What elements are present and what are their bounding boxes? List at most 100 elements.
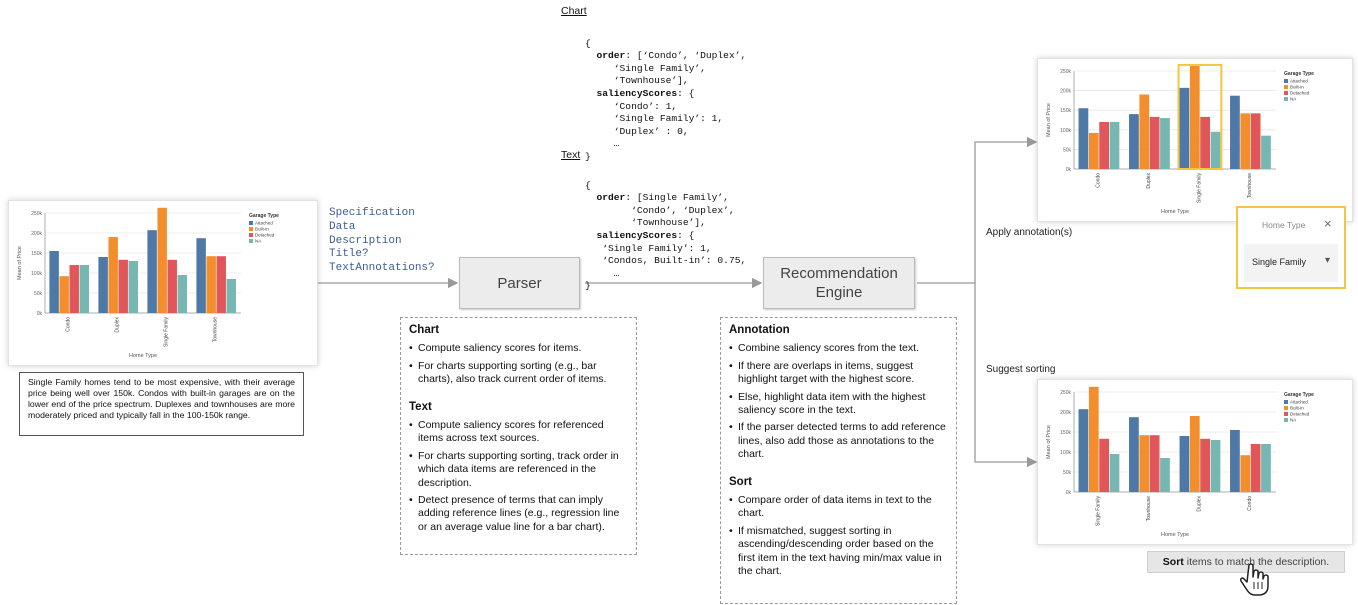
home-type-dropdown-panel: Home Type × Single Family ▾ bbox=[1236, 206, 1346, 289]
engine-details-box: Annotation Combine saliency scores from … bbox=[720, 317, 957, 604]
code-line: order: [‘Condo’, ‘Duplex’, bbox=[596, 50, 747, 62]
bar bbox=[128, 261, 138, 313]
code-line: ‘Condo’: 1, bbox=[613, 100, 678, 112]
x-axis-label: Home Type bbox=[129, 353, 157, 359]
legend-entry: Detached bbox=[1290, 412, 1310, 417]
parser-text-heading: Text bbox=[409, 400, 432, 413]
y-axis-label: Mean of Price bbox=[1046, 425, 1052, 459]
parser-label: Parser bbox=[497, 274, 542, 292]
legend-entry: Built-in bbox=[1290, 85, 1304, 90]
legend-swatch bbox=[1284, 97, 1288, 101]
x-tick-label: Duplex bbox=[1196, 496, 1202, 512]
bar bbox=[1109, 454, 1120, 492]
code-line: saliencyScores: { bbox=[596, 229, 695, 241]
legend-entry: Attached bbox=[1290, 400, 1308, 405]
chevron-down-icon: ▾ bbox=[1325, 255, 1331, 266]
code-line: saliencyScores: { bbox=[596, 87, 695, 99]
x-tick-label: Single Family bbox=[164, 317, 170, 348]
engine-annotation-list: Combine saliency scores from the text. I… bbox=[729, 342, 948, 461]
spec-item-text-annotations: TextAnnotations? bbox=[329, 262, 435, 275]
legend-swatch bbox=[1284, 406, 1288, 410]
bar bbox=[1261, 135, 1271, 169]
code-line: ‘Single Family’: 1, bbox=[602, 242, 712, 254]
legend-swatch bbox=[249, 221, 253, 225]
legend-entry: NA bbox=[1290, 418, 1296, 423]
bar bbox=[1230, 95, 1240, 169]
bar bbox=[1088, 132, 1099, 169]
bar bbox=[177, 275, 187, 313]
legend-title: Garage Type bbox=[1284, 71, 1314, 77]
parser-details-box: Chart Compute saliency scores for items.… bbox=[400, 317, 637, 555]
engine-sort-list: Compare order of data items in text to t… bbox=[729, 494, 948, 578]
list-item: Combine saliency scores from the text. bbox=[729, 342, 948, 356]
home-type-select[interactable]: Single Family ▾ bbox=[1244, 244, 1338, 282]
spec-item-specification: Specification bbox=[329, 207, 415, 219]
dropdown-selected-value: Single Family bbox=[1252, 257, 1307, 267]
bar bbox=[1179, 87, 1190, 169]
legend-entry: Attached bbox=[255, 221, 273, 226]
legend-entry: Built-in bbox=[1290, 406, 1304, 411]
arrow-to-annotated-chart bbox=[974, 136, 1038, 283]
x-tick-label: Single Family bbox=[1196, 173, 1202, 204]
y-tick-label: 100k bbox=[1060, 128, 1071, 134]
legend-title: Garage Type bbox=[249, 213, 279, 219]
y-tick-label: 50k bbox=[34, 291, 43, 297]
bar bbox=[1088, 386, 1099, 492]
code-line: } bbox=[585, 280, 591, 292]
bar bbox=[1200, 116, 1211, 169]
bar bbox=[1078, 108, 1089, 169]
bar bbox=[216, 256, 226, 313]
x-tick-label: Single Family bbox=[1095, 496, 1101, 527]
code-line: { bbox=[585, 37, 591, 49]
bar bbox=[1139, 94, 1150, 169]
bar bbox=[1099, 438, 1110, 492]
bar bbox=[1250, 444, 1261, 492]
legend-entry: NA bbox=[255, 239, 261, 244]
engine-sort-heading: Sort bbox=[729, 475, 752, 488]
x-tick-label: Condo bbox=[1247, 496, 1253, 511]
list-item: Detect presence of terms that can imply … bbox=[409, 494, 628, 534]
legend-title: Garage Type bbox=[1284, 392, 1314, 398]
legend-entry: Built-in bbox=[255, 227, 269, 232]
legend-entry: Detached bbox=[1290, 91, 1310, 96]
list-item: If there are overlaps in items, suggest … bbox=[729, 360, 948, 387]
bar bbox=[226, 279, 236, 313]
code-line: ‘Condos, Built-in’: 0.75, bbox=[602, 255, 747, 267]
legend-entry: Detached bbox=[255, 233, 275, 238]
engine-annotation-heading: Annotation bbox=[729, 324, 790, 336]
bar bbox=[1129, 114, 1139, 169]
sort-button-bold: Sort bbox=[1162, 556, 1184, 568]
code-line: ‘Single Family’, bbox=[613, 62, 706, 74]
suggest-sorting-label: Suggest sorting bbox=[986, 364, 1056, 375]
bar bbox=[1139, 435, 1150, 492]
spec-item-title: Title? bbox=[329, 248, 369, 261]
code-line: ‘Townhouse’], bbox=[613, 75, 689, 87]
x-tick-label: Duplex bbox=[115, 317, 121, 333]
specification-list: Specification Data Description Title? Te… bbox=[329, 207, 435, 276]
text-code-title: Text bbox=[561, 149, 581, 161]
parser-chart-heading: Chart bbox=[409, 324, 440, 336]
y-axis-label: Mean of Price bbox=[17, 246, 23, 280]
description-text: Single Family homes tend to be most expe… bbox=[28, 377, 295, 420]
x-tick-label: Condo bbox=[1095, 173, 1101, 188]
bar bbox=[1149, 435, 1160, 492]
list-item: If mismatched, suggest sorting in ascend… bbox=[729, 525, 948, 579]
sort-items-button[interactable]: Sort items to match the description. bbox=[1147, 551, 1345, 573]
bar bbox=[196, 238, 206, 313]
list-item: Compare order of data items in text to t… bbox=[729, 494, 948, 521]
bar bbox=[157, 207, 167, 313]
engine-label-line2: Engine bbox=[815, 284, 863, 301]
bar bbox=[1189, 416, 1200, 492]
bar bbox=[1240, 455, 1251, 492]
x-axis-label: Home Type bbox=[1161, 532, 1189, 538]
bar bbox=[1210, 440, 1221, 492]
bar bbox=[118, 259, 128, 313]
close-icon[interactable]: × bbox=[1324, 216, 1332, 231]
y-axis-label: Mean of Price bbox=[1046, 103, 1052, 137]
bar bbox=[1109, 121, 1120, 169]
legend-swatch bbox=[249, 239, 253, 243]
